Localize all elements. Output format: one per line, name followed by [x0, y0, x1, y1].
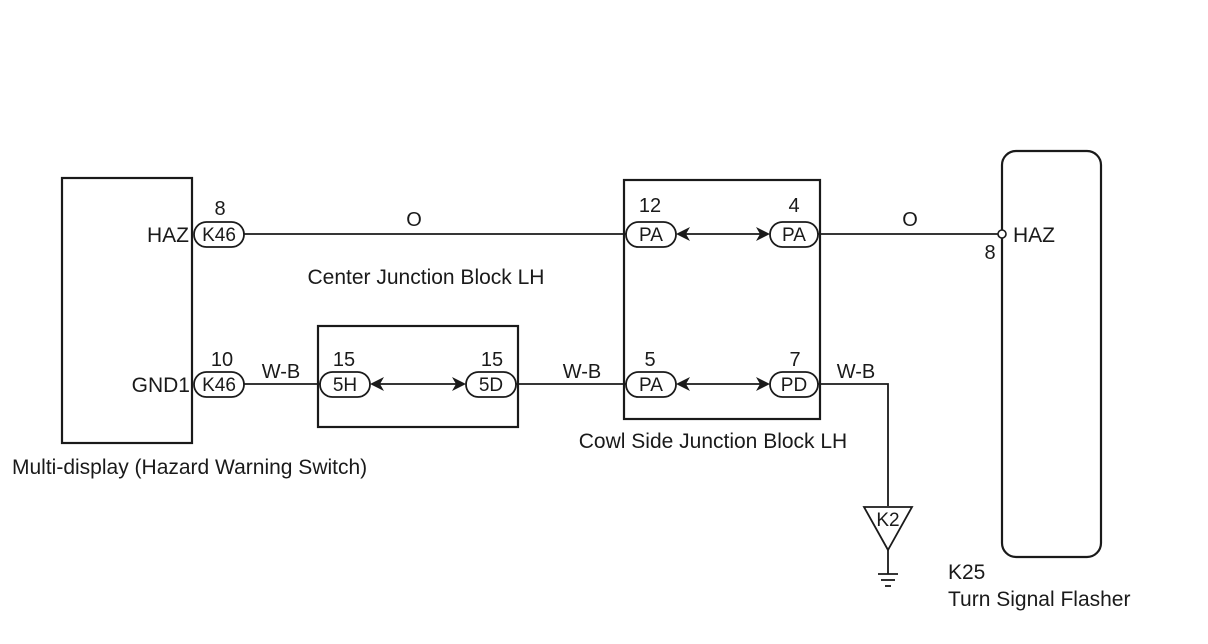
- pin-number: 4: [788, 195, 799, 217]
- flasher-code-label: K25: [948, 561, 985, 584]
- pin-number: 7: [789, 349, 800, 371]
- svg-text:5D: 5D: [479, 375, 503, 396]
- wire-color-code: W-B: [563, 361, 602, 383]
- connector-cowl-pa-4: PA: [769, 221, 819, 248]
- wire-color-code: W-B: [262, 361, 301, 383]
- wire-color-code: W-B: [837, 361, 876, 383]
- multi-display-box: [60, 176, 194, 445]
- pin-number: 8: [984, 242, 995, 264]
- cowl-junction-block-box: [622, 178, 822, 421]
- svg-text:PA: PA: [782, 225, 806, 246]
- connector-cowl-pa-12: PA: [625, 221, 677, 248]
- pin-number: 10: [211, 349, 233, 371]
- pin-number: 12: [639, 195, 661, 217]
- svg-text:PA: PA: [639, 225, 663, 246]
- terminal-label-flasher-haz: HAZ: [1013, 224, 1055, 247]
- pin-number: 5: [644, 349, 655, 371]
- svg-text:5H: 5H: [333, 375, 357, 396]
- pin-number: 15: [481, 349, 503, 371]
- ground-icon: K2: [862, 506, 914, 587]
- pin-number: 8: [214, 198, 225, 220]
- connector-cjb-5d: 5D: [465, 371, 517, 398]
- connector-k46-top: K46: [193, 221, 245, 248]
- svg-text:PA: PA: [639, 375, 663, 396]
- arrow-head-icon: [370, 377, 384, 391]
- svg-text:PD: PD: [781, 375, 807, 396]
- flasher-name-label: Turn Signal Flasher: [948, 588, 1130, 611]
- ground-code: K2: [876, 510, 899, 531]
- connector-cowl-pa-5: PA: [625, 371, 677, 398]
- arrow-head-icon: [452, 377, 466, 391]
- connector-cowl-pd-7: PD: [769, 371, 819, 398]
- arrow-head-icon: [756, 227, 770, 241]
- connector-k46-bottom: K46: [193, 371, 245, 398]
- turn-signal-flasher-box: [1000, 149, 1103, 559]
- center-junction-block-box: [316, 324, 520, 429]
- connector-cjb-5h: 5H: [319, 371, 371, 398]
- arrow-head-icon: [676, 377, 690, 391]
- center-junction-block-label: Center Junction Block LH: [308, 266, 545, 289]
- wire-gnd-right: [818, 383, 889, 506]
- multi-display-label: Multi-display (Hazard Warning Switch): [12, 456, 367, 479]
- terminal-label-gnd1: GND1: [132, 374, 190, 397]
- arrow-head-icon: [676, 227, 690, 241]
- arrow-head-icon: [756, 377, 770, 391]
- cowl-junction-block-label: Cowl Side Junction Block LH: [579, 430, 847, 453]
- wire-color-code: O: [406, 209, 422, 231]
- pin-number: 15: [333, 349, 355, 371]
- svg-text:K46: K46: [202, 225, 236, 246]
- terminal-label-haz: HAZ: [147, 224, 189, 247]
- flasher-terminal-circle: [997, 229, 1007, 239]
- svg-text:K46: K46: [202, 375, 236, 396]
- wire-color-code: O: [902, 209, 918, 231]
